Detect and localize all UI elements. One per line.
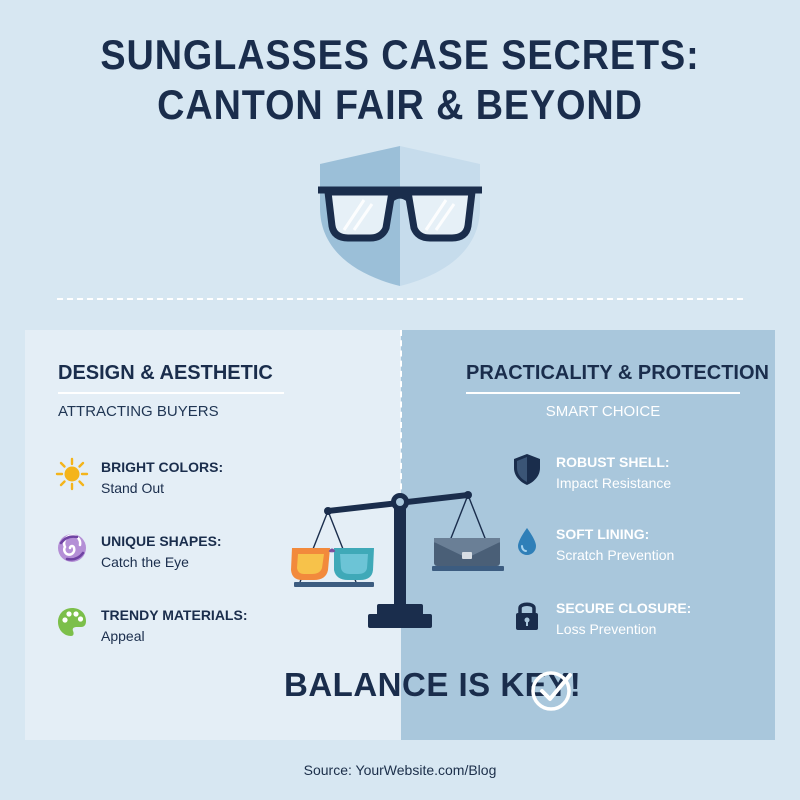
colorful-sunglasses-icon xyxy=(291,548,374,580)
feature-detail: Loss Prevention xyxy=(556,621,657,637)
shield-icon xyxy=(514,454,540,485)
title-line-1: SUNGLASSES CASE SECRETS: xyxy=(100,31,700,78)
feature-title: BRIGHT COLORS: xyxy=(101,459,224,475)
feature-detail: Stand Out xyxy=(101,480,165,496)
checkmark-icon xyxy=(531,671,572,711)
feature-title: UNIQUE SHAPES: xyxy=(101,533,222,549)
design-heading: DESIGN & AESTHETIC xyxy=(58,362,284,394)
water-drop-icon xyxy=(518,528,536,555)
balance-scale-illustration xyxy=(291,491,504,628)
feature-title: SOFT LINING: xyxy=(556,526,650,542)
practicality-panel xyxy=(401,330,775,740)
balance-message: BALANCE IS KEY! xyxy=(284,666,582,703)
feature-detail: Scratch Prevention xyxy=(556,547,675,563)
feature-detail: Appeal xyxy=(101,628,145,644)
palette-icon xyxy=(58,608,86,636)
design-subheading: ATTRACTING BUYERS xyxy=(58,403,219,420)
design-panel xyxy=(25,330,401,740)
swirl-icon xyxy=(58,534,86,562)
padlock-icon xyxy=(516,602,538,630)
feature-title: TRENDY MATERIALS: xyxy=(101,607,248,623)
sunglasses-case-icon xyxy=(434,538,500,566)
page-title: SUNGLASSES CASE SECRETS: CANTON FAIR & B… xyxy=(40,30,760,130)
feature-detail: Impact Resistance xyxy=(556,475,672,491)
section-divider xyxy=(57,298,743,300)
title-line-2: CANTON FAIR & BEYOND xyxy=(157,81,643,128)
feature-title: SECURE CLOSURE: xyxy=(556,600,692,616)
practicality-subheading: SMART CHOICE xyxy=(545,403,661,420)
practicality-heading: PRACTICALITY & PROTECTION xyxy=(466,362,769,394)
feature-detail: Catch the Eye xyxy=(101,554,189,570)
feature-title: ROBUST SHELL: xyxy=(556,454,670,470)
source-credit: Source: YourWebsite.com/Blog xyxy=(303,762,497,778)
panel-divider xyxy=(400,330,402,520)
shield-sunglasses-icon xyxy=(318,146,482,286)
sun-icon xyxy=(55,457,89,491)
